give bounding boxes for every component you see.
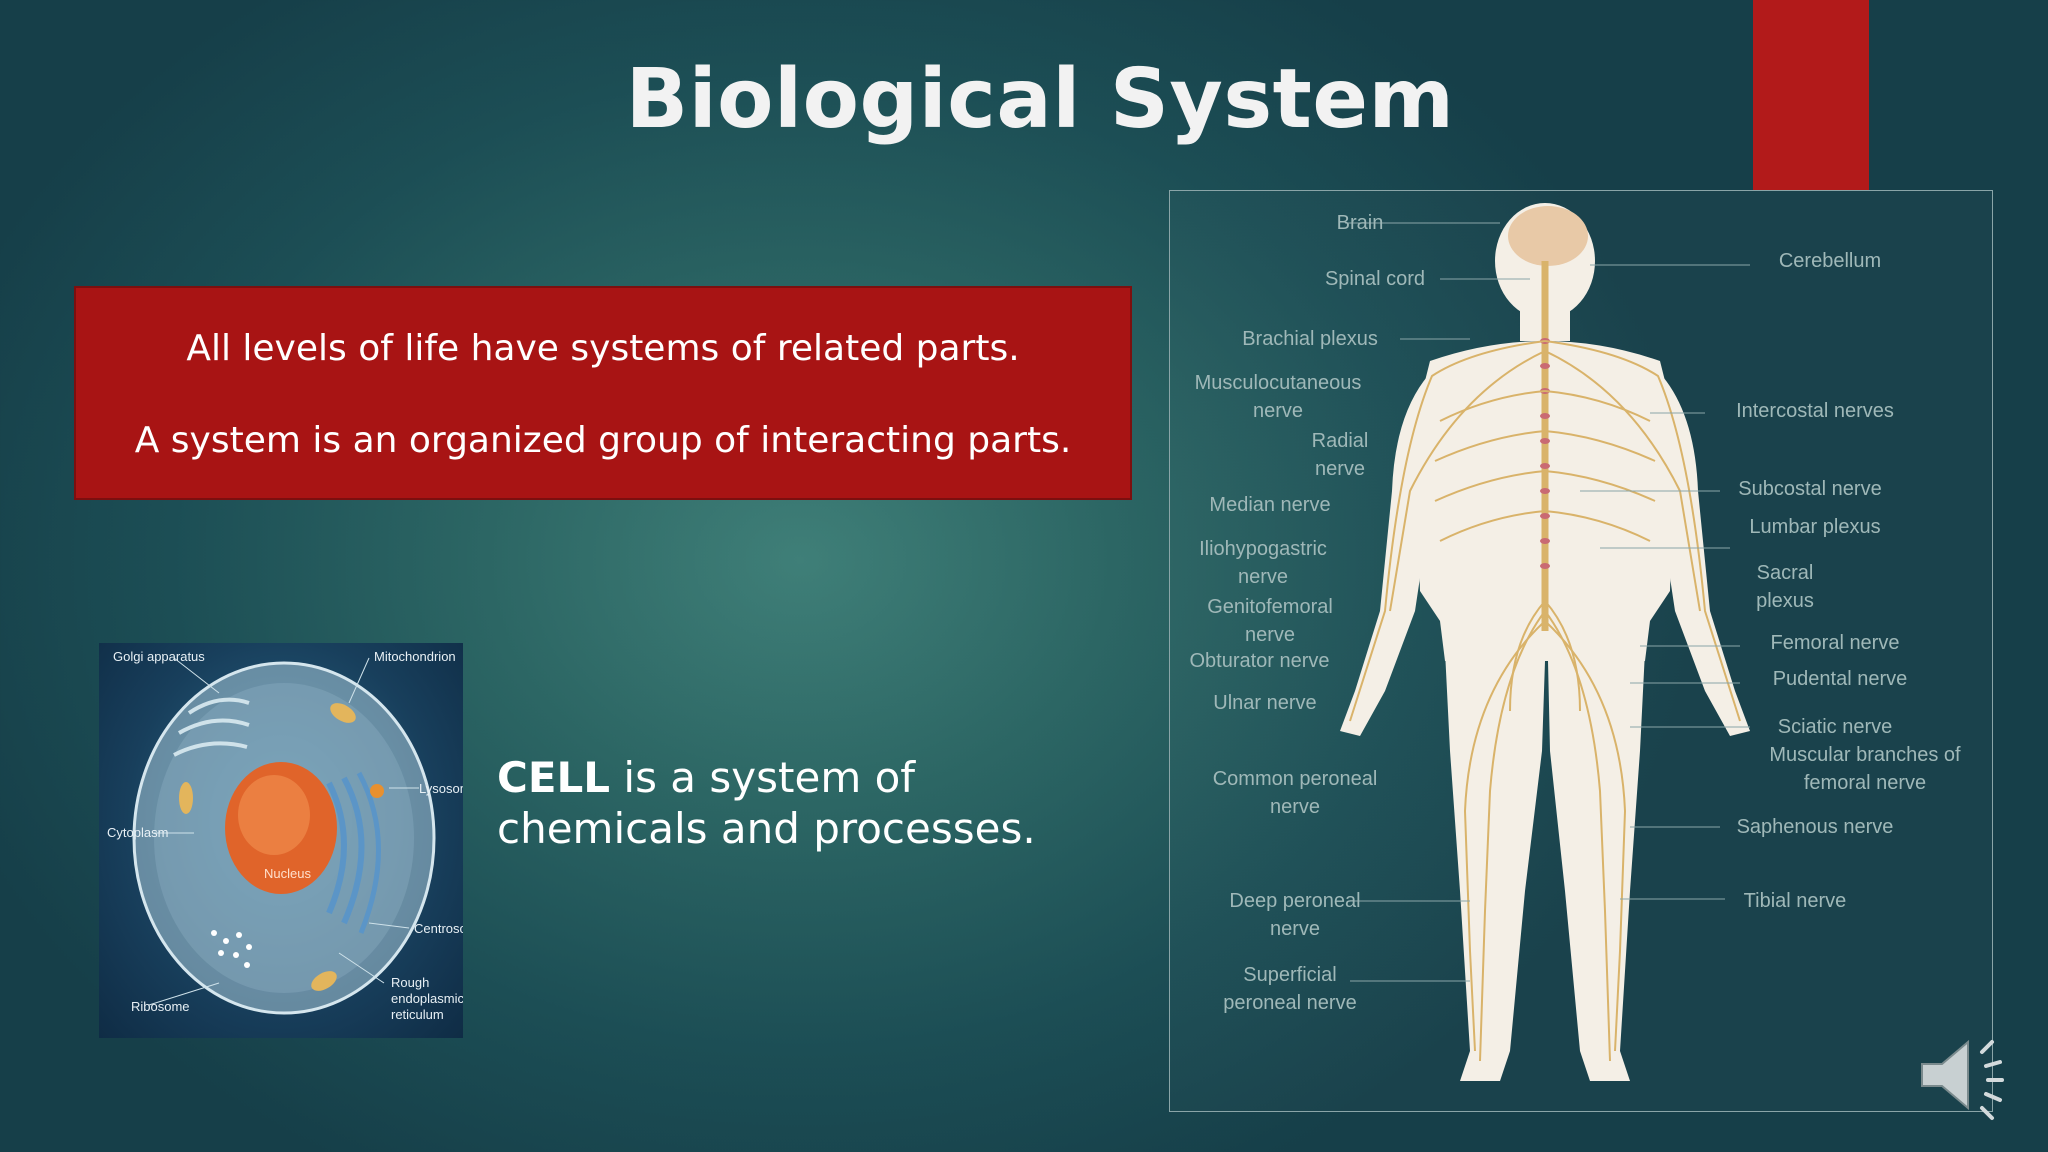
nerve-label-spinal-cord: Spinal cord <box>1324 268 1426 290</box>
nerve-label-pudental: Pudental nerve <box>1772 668 1908 690</box>
cell-label-centrosome: Centrosom <box>414 921 463 936</box>
nerve-label-femoral: Femoral nerve <box>1770 632 1900 654</box>
definition-box: All levels of life have systems of relat… <box>74 286 1132 500</box>
nerve-label-radial: Radial nerve <box>1311 430 1369 480</box>
nerve-label-cerebellum: Cerebellum <box>1778 250 1882 272</box>
cell-label-ribosome: Ribosome <box>131 999 190 1014</box>
nerve-label-sacral-plexus: Sacral plexus <box>1756 562 1814 612</box>
nerve-label-musculocutaneous: Musculocutaneous nerve <box>1194 372 1362 422</box>
nerve-label-saphenous: Saphenous nerve <box>1736 816 1894 838</box>
cell-label-nucleus: Nucleus <box>264 866 311 881</box>
slide-title: Biological System <box>625 52 1455 147</box>
nerve-label-brain: Brain <box>1336 212 1384 234</box>
nerve-label-brachial-plexus: Brachial plexus <box>1242 328 1378 350</box>
nerve-label-median: Median nerve <box>1209 494 1331 516</box>
nerve-label-tibial: Tibial nerve <box>1743 890 1847 912</box>
nerve-label-lumbar-plexus: Lumbar plexus <box>1749 516 1881 538</box>
nerve-label-sciatic: Sciatic nerve <box>1777 716 1893 738</box>
cell-label-mitochondrion: Mitochondrion <box>374 649 456 664</box>
cell-label-cytoplasm: Cytoplasm <box>107 825 169 840</box>
nerve-label-ulnar: Ulnar nerve <box>1213 692 1317 714</box>
nerve-label-intercostal: Intercostal nerves <box>1736 400 1894 422</box>
nerve-label-muscular-branches: Muscular branches of femoral nerve <box>1769 744 1961 794</box>
definition-line-2: A system is an organized group of intera… <box>134 420 1072 461</box>
nerve-label-obturator: Obturator nerve <box>1189 650 1330 672</box>
nerve-label-subcostal: Subcostal nerve <box>1738 478 1882 500</box>
nervous-system-diagram-image: Brain Spinal cord Brachial plexus Muscul… <box>1169 190 1993 1112</box>
cell-label-lysosome: Lysosom <box>419 781 463 796</box>
cell-statement-bold: CELL <box>497 753 611 802</box>
cell-diagram-image: Golgi apparatus Mitochondrion Lysosom Cy… <box>99 643 463 1038</box>
nerve-label-deep-peroneal: Deep peroneal nerve <box>1229 890 1361 940</box>
cell-label-rough-er: Rough endoplasmic reticulum <box>391 975 463 1022</box>
nerve-label-genitofemoral: Genitofemoral nerve <box>1207 596 1333 646</box>
cell-statement-rest: is a system of chemicals and processes. <box>497 753 1036 853</box>
nerve-label-superficial-peroneal: Superficial peroneal nerve <box>1223 964 1357 1014</box>
definition-line-1: All levels of life have systems of relat… <box>186 328 1020 369</box>
cell-statement: CELL is a system of chemicals and proces… <box>497 752 1137 854</box>
nerve-label-iliohypogastric: Iliohypogastric nerve <box>1199 538 1327 588</box>
nerve-label-common-peroneal: Common peroneal nerve <box>1212 768 1378 818</box>
accent-bar <box>1753 0 1869 190</box>
cell-label-golgi: Golgi apparatus <box>113 649 205 664</box>
speaker-icon[interactable] <box>1916 1024 2016 1124</box>
